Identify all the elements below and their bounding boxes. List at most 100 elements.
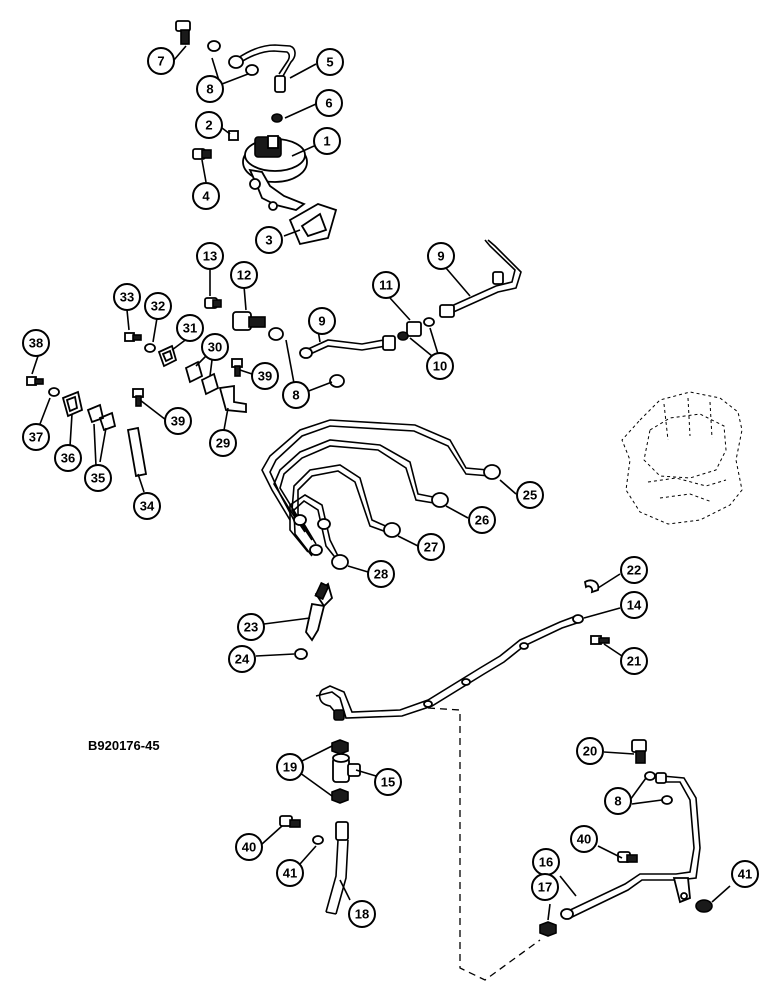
callout-32: 32 [144, 292, 172, 320]
callout-4: 4 [192, 182, 220, 210]
svg-text:16: 16 [539, 855, 553, 870]
callout-21: 21 [620, 647, 648, 675]
callout-22: 22 [620, 556, 648, 584]
callout-29: 29 [209, 429, 237, 457]
callout-20: 20 [576, 737, 604, 765]
fuel-pipe-part-16 [560, 772, 701, 920]
callout-11: 11 [372, 271, 400, 299]
bolt-part-38 [26, 376, 44, 386]
fuel-line-part-9-upper [439, 239, 522, 318]
callout-9-a: 9 [427, 242, 455, 270]
svg-text:10: 10 [433, 359, 447, 374]
diagram-code-label: B920176-45 [88, 738, 160, 753]
callout-7: 7 [147, 47, 175, 75]
callout-12: 12 [230, 261, 258, 289]
strap-part-34 [126, 426, 148, 478]
svg-text:12: 12 [237, 268, 251, 283]
callout-3: 3 [255, 226, 283, 254]
svg-text:17: 17 [538, 880, 552, 895]
washer-part-32 [144, 343, 156, 353]
injector-pipes-part-25-28 [261, 419, 501, 570]
svg-text:39: 39 [258, 369, 272, 384]
callout-16: 16 [532, 848, 560, 876]
svg-text:20: 20 [583, 744, 597, 759]
svg-text:40: 40 [577, 832, 591, 847]
callout-26: 26 [468, 506, 496, 534]
bolt-part-13 [204, 297, 222, 309]
svg-text:26: 26 [475, 513, 489, 528]
bolt-part-4 [192, 148, 212, 160]
bolt-part-39-lower [132, 388, 144, 407]
svg-text:4: 4 [202, 189, 210, 204]
svg-text:36: 36 [61, 451, 75, 466]
svg-text:24: 24 [235, 652, 250, 667]
washer-part-24 [294, 648, 308, 660]
callout-24: 24 [228, 645, 256, 673]
svg-text:11: 11 [379, 278, 393, 293]
svg-text:14: 14 [627, 598, 642, 613]
svg-text:35: 35 [91, 471, 105, 486]
nut-part-17 [539, 921, 557, 937]
callout-5: 5 [316, 48, 344, 76]
svg-text:25: 25 [523, 488, 537, 503]
bolt-part-7 [175, 20, 191, 45]
svg-text:21: 21 [627, 654, 641, 669]
callout-36: 36 [54, 444, 82, 472]
gasket-part-3 [288, 203, 338, 246]
banjo-bolt-part-12 [232, 311, 266, 331]
svg-text:31: 31 [183, 321, 197, 336]
clip-part-30b [200, 372, 220, 396]
plug-part-2 [228, 130, 239, 141]
svg-text:32: 32 [151, 299, 165, 314]
callout-39-a: 39 [251, 362, 279, 390]
svg-text:13: 13 [203, 249, 217, 264]
nut-part-19 [331, 739, 349, 804]
callout-28: 28 [367, 560, 395, 588]
callout-19: 19 [276, 753, 304, 781]
bracket-part-29 [218, 384, 247, 413]
svg-text:2: 2 [205, 118, 212, 133]
callout-27: 27 [417, 533, 445, 561]
svg-text:22: 22 [627, 563, 641, 578]
fuel-line-part-9-lower [299, 335, 396, 359]
washer-part-8-top [207, 40, 259, 76]
callout-37: 37 [22, 423, 50, 451]
clip-part-35 [86, 403, 117, 432]
bolt-part-40-left [279, 815, 301, 828]
callout-2: 2 [195, 111, 223, 139]
svg-text:41: 41 [738, 867, 752, 882]
callout-39-b: 39 [164, 407, 192, 435]
washer-part-37 [48, 387, 60, 397]
hose-part-18 [325, 821, 349, 915]
bolt-part-40-right [617, 851, 638, 863]
callout-30: 30 [201, 333, 229, 361]
svg-text:9: 9 [437, 249, 444, 264]
svg-text:27: 27 [424, 540, 438, 555]
callout-8-a: 8 [196, 75, 224, 103]
svg-text:30: 30 [208, 340, 222, 355]
engine-outline-sketch [621, 391, 743, 525]
callout-34: 34 [133, 492, 161, 520]
svg-text:39: 39 [171, 414, 185, 429]
clip-part-36 [61, 390, 84, 418]
svg-text:3: 3 [265, 233, 272, 248]
bolt-part-21 [590, 635, 610, 645]
callout-14: 14 [620, 591, 648, 619]
svg-text:19: 19 [283, 760, 297, 775]
lift-pump-part-1 [242, 135, 308, 211]
svg-text:41: 41 [283, 866, 297, 881]
callout-41-b: 41 [731, 860, 759, 888]
svg-text:37: 37 [29, 430, 43, 445]
callout-18: 18 [348, 900, 376, 928]
clip-part-22 [583, 579, 600, 594]
callout-35: 35 [84, 464, 112, 492]
leader-lines [31, 45, 731, 921]
callout-23: 23 [237, 613, 265, 641]
injector-part-23 [305, 581, 334, 642]
washer-part-41-right [695, 899, 713, 913]
svg-text:8: 8 [614, 794, 621, 809]
svg-text:18: 18 [355, 907, 369, 922]
svg-text:40: 40 [242, 840, 256, 855]
svg-text:29: 29 [216, 436, 230, 451]
fitting-part-11 [406, 321, 422, 337]
